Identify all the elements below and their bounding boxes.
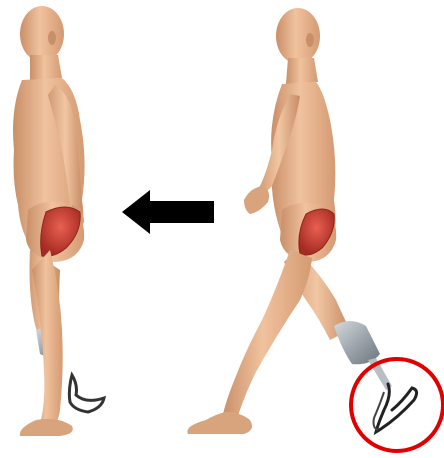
standing-neck bbox=[30, 55, 62, 80]
walking-head bbox=[276, 8, 320, 64]
arrow-left-icon bbox=[122, 190, 214, 234]
direction-arrow bbox=[122, 190, 214, 234]
standing-front-foot bbox=[20, 419, 73, 436]
standing-ear bbox=[48, 31, 56, 45]
walking-ear bbox=[306, 33, 314, 47]
walking-prosthetic-foot bbox=[376, 384, 417, 432]
walking-front-hand bbox=[244, 186, 269, 214]
standing-prosthetic-foot bbox=[69, 375, 104, 412]
standing-head bbox=[20, 6, 64, 62]
walking-prosthetic-socket bbox=[334, 321, 380, 364]
walking-neck bbox=[286, 58, 318, 84]
walking-figure bbox=[187, 8, 416, 434]
standing-figure bbox=[13, 6, 104, 436]
walking-front-leg bbox=[222, 250, 312, 422]
walking-front-foot bbox=[187, 412, 252, 434]
